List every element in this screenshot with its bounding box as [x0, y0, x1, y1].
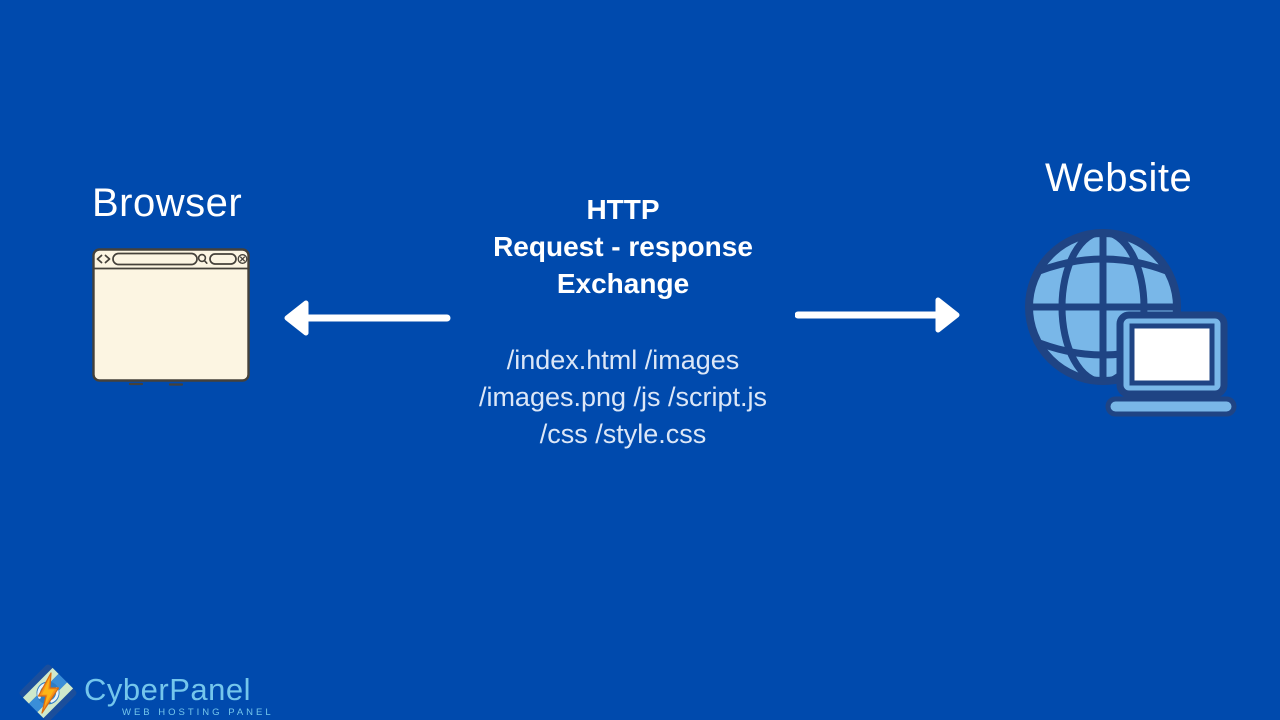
- browser-window-icon: [92, 248, 250, 386]
- browser-label: Browser: [92, 181, 243, 225]
- url-bar-shape: [112, 252, 198, 266]
- close-icon: [237, 254, 248, 264]
- heading-line: Exchange: [556, 268, 690, 299]
- cyberpanel-logo-name: CyberPanel: [84, 672, 251, 707]
- request-paths: /index.html /images /images.png /js /scr…: [393, 342, 853, 453]
- globe-laptop-icon: [1025, 229, 1237, 417]
- cyberpanel-logo-icon: [19, 664, 77, 720]
- cyberpanel-logo-tagline: WEB HOSTING PANEL: [122, 707, 274, 718]
- path-line: /index.html /images: [506, 345, 740, 375]
- arrow-left-icon: [284, 300, 451, 336]
- search-icon: [197, 253, 208, 264]
- heading-line: HTTP: [586, 194, 660, 225]
- back-forward-icons: [96, 254, 111, 264]
- laptop-icon: [1105, 311, 1237, 417]
- arrow-right-icon: [795, 297, 960, 333]
- exchange-heading: HTTP Request - response Exchange: [413, 191, 833, 302]
- website-label: Website: [1045, 156, 1193, 200]
- path-line: /css /style.css: [539, 419, 707, 449]
- path-line: /images.png /js /script.js: [478, 382, 768, 412]
- secondary-field-shape: [209, 253, 237, 265]
- heading-line: Request - response: [493, 231, 753, 262]
- cyberpanel-logo: CyberPanel WEB HOSTING PANEL: [17, 661, 277, 720]
